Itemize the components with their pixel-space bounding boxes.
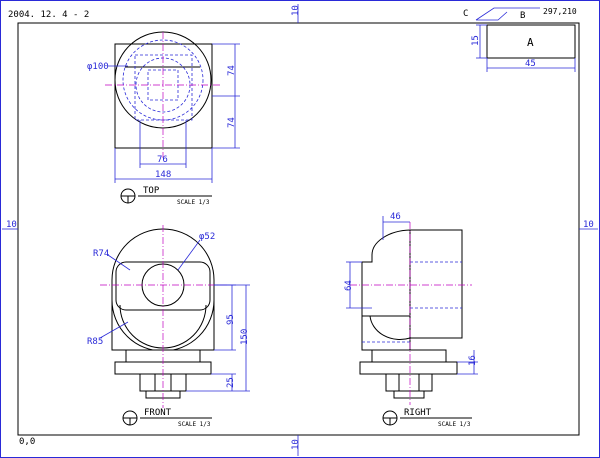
right-height-dim: 64: [344, 261, 372, 309]
inner-frame: [17, 22, 580, 436]
header-corner-b: B: [520, 11, 525, 21]
title-block-width-dim: 45: [486, 58, 576, 72]
svg-text:SCALE 1/3: SCALE 1/3: [438, 421, 471, 428]
svg-text:φ100: φ100: [87, 62, 109, 72]
top-height-dims: 74 74: [212, 43, 240, 149]
svg-text:15: 15: [471, 35, 481, 46]
title-block-height-dim: 15: [471, 24, 487, 59]
front-view: R74 φ52 R85 95 150 25 FRONT: [87, 225, 250, 428]
right-view: 46 64 16 RIGHT SCALE 1/3: [344, 212, 478, 428]
front-radius-bottom-dim: R85: [87, 321, 129, 347]
right-small-dim: 16: [457, 350, 478, 375]
header-date: 2004. 12. 4 - 2: [8, 10, 89, 20]
svg-text:SCALE 1/3: SCALE 1/3: [177, 199, 210, 206]
title-block-letter: A: [527, 36, 534, 49]
right-view-label: RIGHT SCALE 1/3: [382, 408, 472, 428]
svg-text:SCALE 1/3: SCALE 1/3: [178, 421, 211, 428]
margin-marker-bottom: 10: [291, 435, 301, 456]
origin-label: 0,0: [19, 437, 35, 447]
front-hole-dim: φ52: [177, 232, 215, 271]
front-height-dims: 95 150 25: [186, 284, 250, 392]
corner-leader: [475, 7, 540, 21]
svg-text:45: 45: [525, 59, 536, 69]
top-width-dims: 76 148: [114, 120, 213, 183]
svg-text:R74: R74: [93, 249, 109, 259]
header-sheet-size: 297,210: [543, 7, 577, 16]
svg-text:95: 95: [226, 314, 236, 325]
svg-text:FRONT: FRONT: [144, 408, 172, 418]
svg-text:74: 74: [227, 65, 237, 76]
top-dia-dim: φ100: [87, 62, 128, 72]
margin-marker-left: 10: [2, 220, 18, 230]
svg-text:148: 148: [155, 170, 171, 180]
right-width-dim: 46: [382, 212, 410, 240]
header-corner-c: C: [463, 9, 468, 19]
svg-text:φ52: φ52: [199, 232, 215, 242]
title-block: [486, 24, 576, 59]
svg-text:TOP: TOP: [143, 186, 160, 196]
svg-text:150: 150: [240, 329, 250, 345]
svg-text:76: 76: [157, 155, 168, 165]
top-view-label: TOP SCALE 1/3: [120, 186, 212, 206]
svg-text:RIGHT: RIGHT: [404, 408, 432, 418]
svg-text:16: 16: [468, 355, 478, 366]
front-view-label: FRONT SCALE 1/3: [122, 408, 212, 428]
top-view: φ100 74 74 76 148 TOP SCALE 1/3: [87, 31, 240, 206]
margin-marker-top: 10: [291, 4, 301, 23]
svg-text:10: 10: [6, 220, 17, 230]
svg-text:74: 74: [227, 117, 237, 128]
svg-text:10: 10: [291, 5, 301, 16]
svg-text:10: 10: [583, 220, 594, 230]
svg-text:10: 10: [291, 439, 301, 450]
svg-text:25: 25: [226, 377, 236, 388]
margin-marker-right: 10: [579, 220, 598, 230]
svg-text:64: 64: [344, 280, 354, 291]
svg-text:46: 46: [390, 212, 401, 222]
front-radius-top-dim: R74: [93, 249, 131, 271]
svg-text:R85: R85: [87, 337, 103, 347]
